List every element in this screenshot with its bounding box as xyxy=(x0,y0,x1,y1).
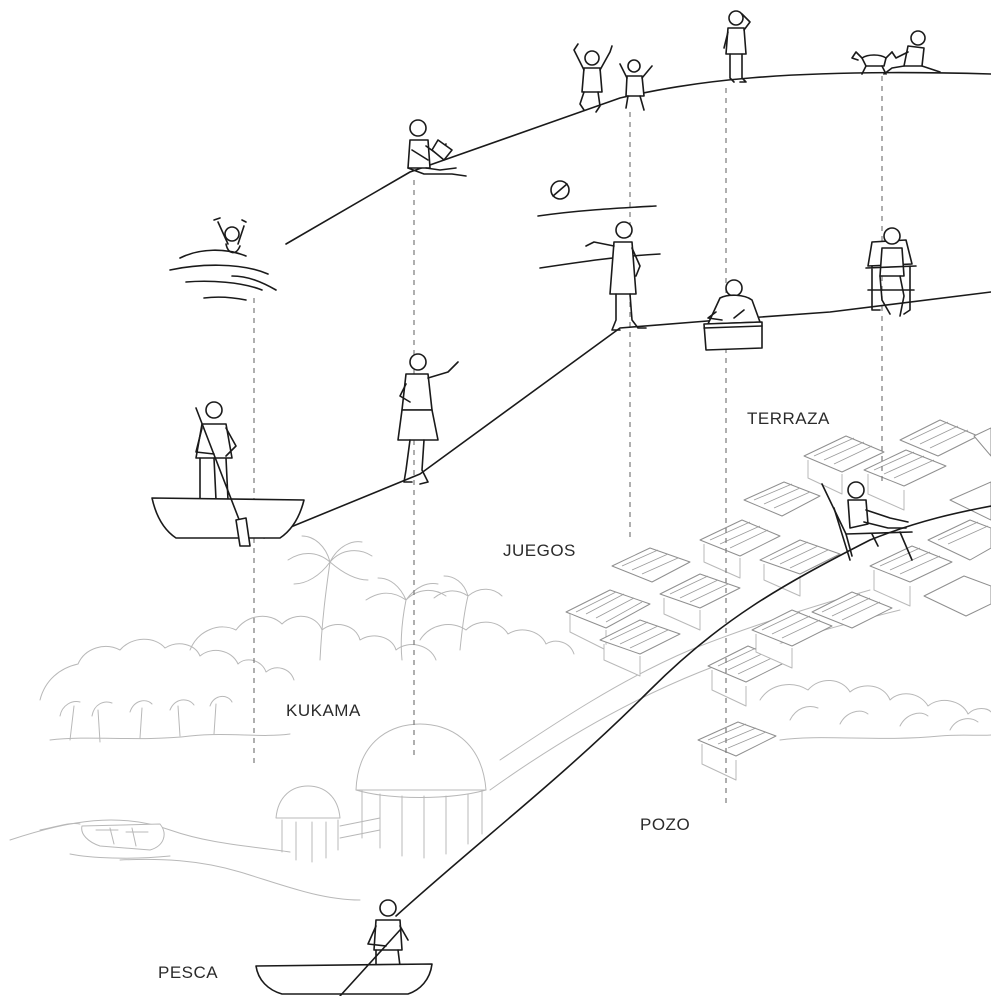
dog-and-person-icon xyxy=(852,31,940,74)
label-terraza: TERRAZA xyxy=(747,409,830,428)
washer-icon xyxy=(704,280,762,350)
canoe-paddler-icon xyxy=(152,402,304,546)
label-kukama: KUKAMA xyxy=(286,701,361,720)
label-pesca: PESCA xyxy=(158,963,218,982)
jumping-kids-icon xyxy=(574,44,652,112)
moored-boat-icon xyxy=(70,824,170,858)
fishing-canoe-icon xyxy=(256,900,432,996)
label-juegos: JUEGOS xyxy=(503,541,576,560)
maloca-icon xyxy=(276,724,486,862)
ball-icon xyxy=(551,181,569,199)
standing-person-icon xyxy=(724,11,750,82)
label-pozo: POZO xyxy=(640,815,690,834)
swimmer-icon xyxy=(170,218,276,300)
background-vegetation xyxy=(10,420,991,900)
reader-icon xyxy=(408,120,466,176)
dancer-icon xyxy=(398,354,458,484)
volleyball-player-icon xyxy=(586,222,646,330)
